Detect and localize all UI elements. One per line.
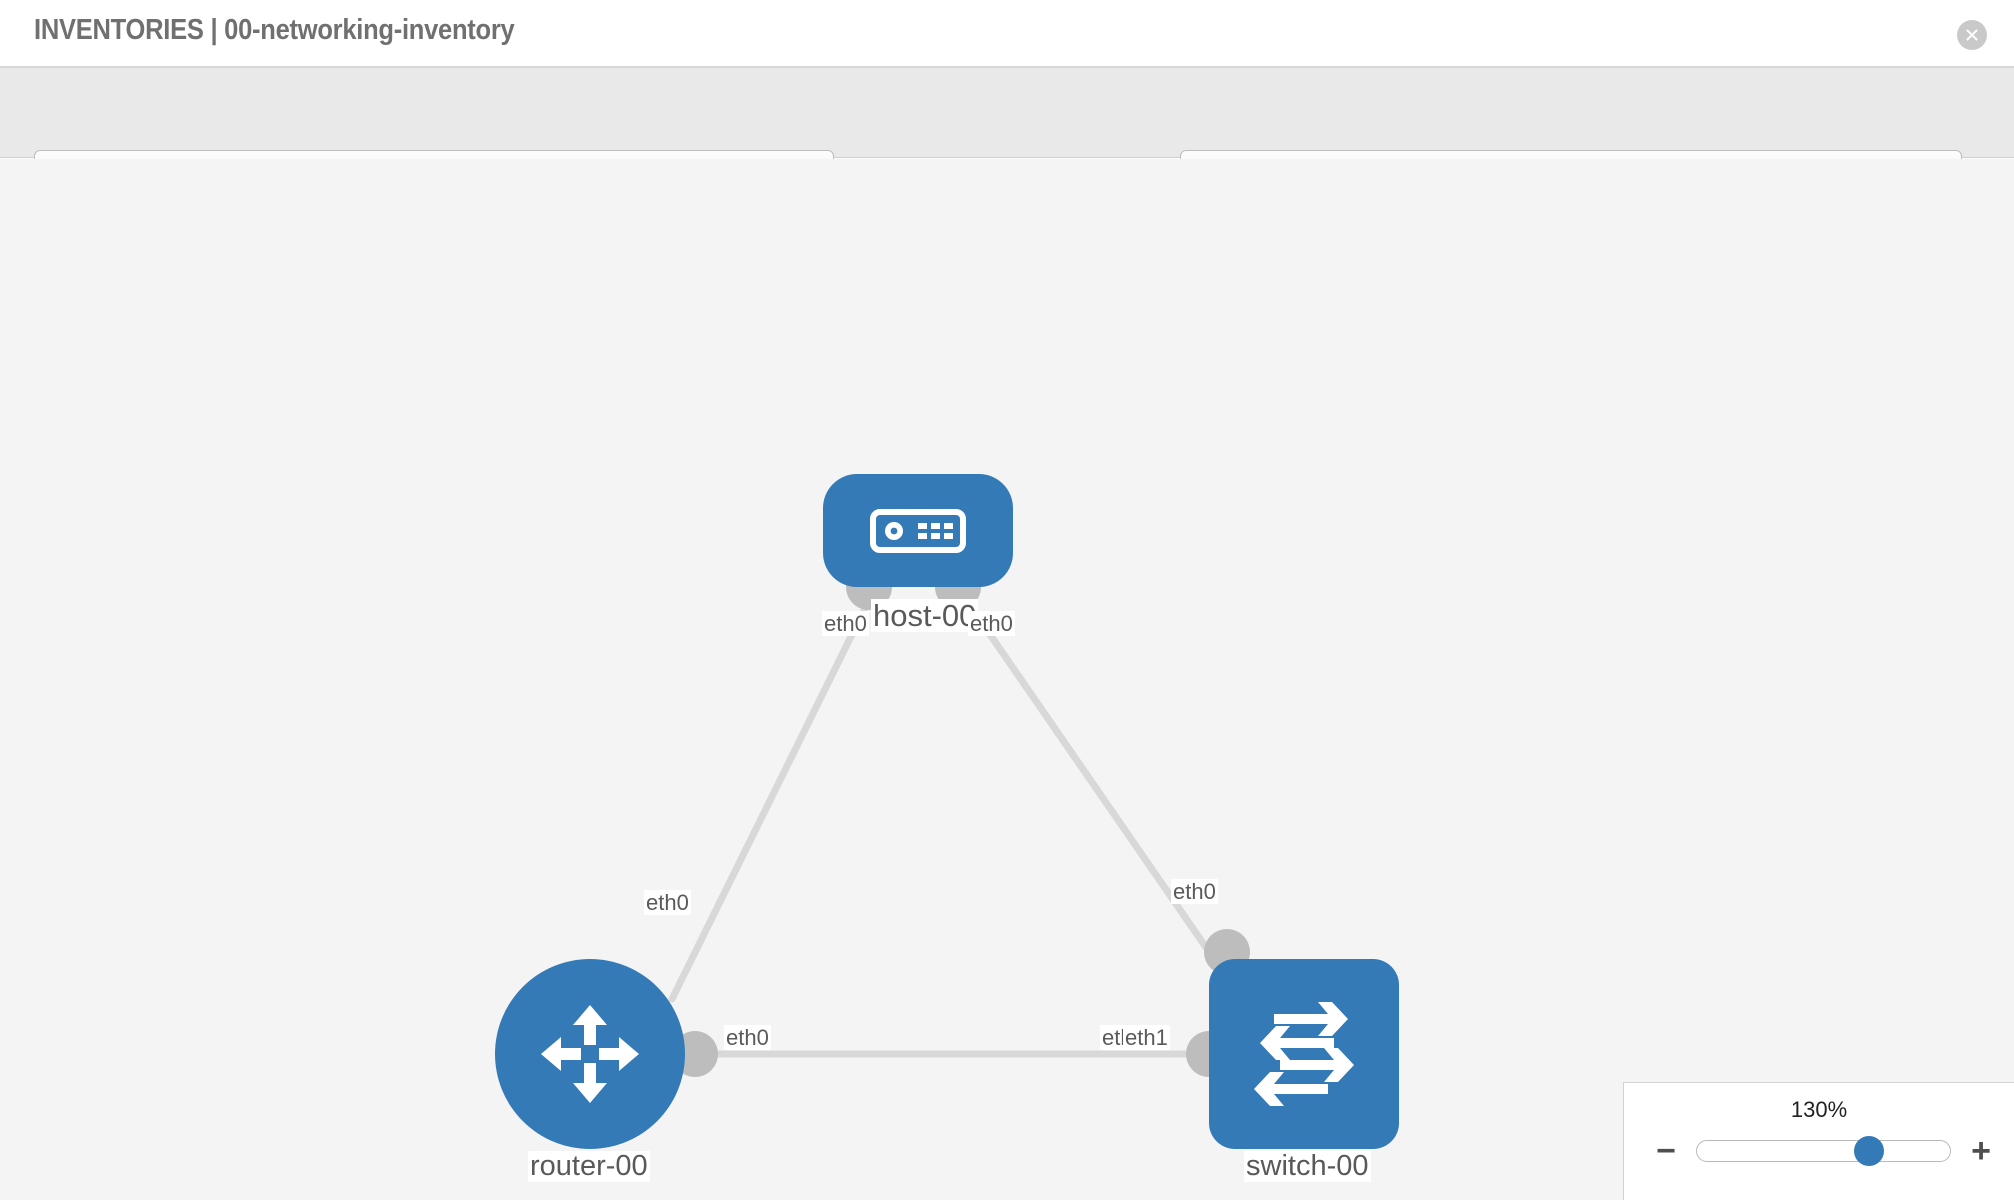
topology-links xyxy=(668,590,1218,1058)
edge-label-host-eth0-right: eth0 xyxy=(968,611,1015,637)
link-router-host xyxy=(668,590,876,1003)
zoom-out-button[interactable]: − xyxy=(1656,1132,1676,1170)
edge-label-switch-eth1-to-router: eth1 xyxy=(1123,1025,1170,1051)
host-node-label: host-00 xyxy=(871,598,979,633)
page-title: INVENTORIES | 00-networking-inventory xyxy=(34,14,515,46)
router-node-shape[interactable] xyxy=(495,959,685,1149)
toolbar: ACTIONS SEARCH xyxy=(0,68,2014,200)
router-node-label: router-00 xyxy=(528,1150,650,1183)
edge-label-host-eth0-left: eth0 xyxy=(822,611,869,637)
host-node-shape[interactable] xyxy=(823,474,1013,587)
topology-canvas[interactable]: host-00 router-00 xyxy=(0,159,2014,1200)
four-arrows-converging-icon xyxy=(541,1005,639,1103)
close-icon[interactable] xyxy=(1957,20,1987,50)
edge-label-switch-eth0-to-host: eth0 xyxy=(1171,879,1218,905)
zoom-slider-track[interactable] xyxy=(1696,1136,1951,1166)
edge-label-router-eth0-to-switch: eth0 xyxy=(724,1025,771,1051)
zoom-slider-row: − + xyxy=(1624,1131,2014,1171)
switch-node-shape[interactable] xyxy=(1209,959,1399,1149)
page-header: INVENTORIES | 00-networking-inventory xyxy=(0,0,2014,68)
server-appliance-icon xyxy=(870,508,966,553)
zoom-in-button[interactable]: + xyxy=(1971,1132,1991,1170)
bidirectional-arrows-icon xyxy=(1254,1002,1354,1106)
zoom-control-panel: 130% − + xyxy=(1623,1082,2014,1200)
zoom-percent-label: 130% xyxy=(1790,1097,1848,1122)
zoom-slider-thumb[interactable] xyxy=(1854,1136,1885,1166)
switch-node-label: switch-00 xyxy=(1244,1150,1371,1183)
edge-label-router-eth0-to-host: eth0 xyxy=(644,890,691,916)
